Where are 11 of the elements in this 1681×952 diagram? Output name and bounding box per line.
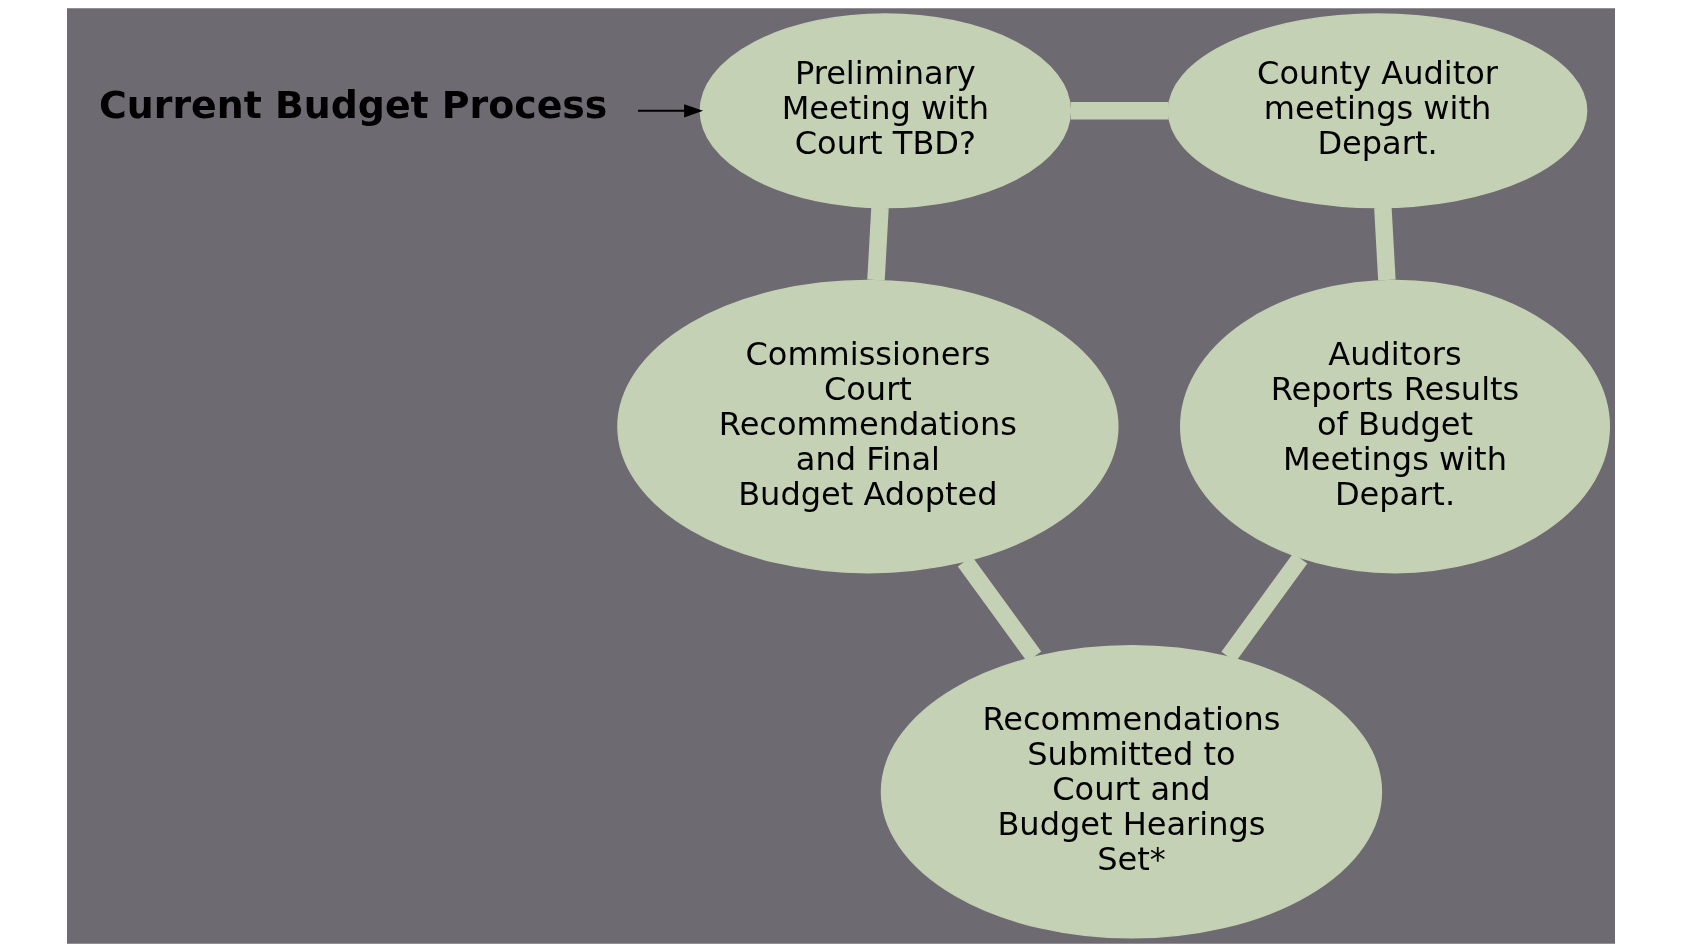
connector: [866, 207, 889, 281]
arrow: [637, 104, 703, 118]
node-ellipse: Commissioners Court Recommendations and Final Budget Adopted: [616, 279, 1119, 574]
node-ellipse: County Auditor meetings with Depart.: [1167, 13, 1587, 209]
connector: [957, 556, 1041, 662]
node-text: Current Budget Process: [98, 83, 607, 128]
connector: [1070, 102, 1168, 120]
connector: [1373, 207, 1396, 281]
node-ellipse: Recommendations Submitted to Court and Budget Hearings Set*: [880, 645, 1382, 939]
node-ellipse: Auditors Reports Results of Budget Meetings with Depart.: [1179, 279, 1610, 574]
node-ellipse: Preliminary Meeting with Court TBD?: [699, 13, 1071, 209]
